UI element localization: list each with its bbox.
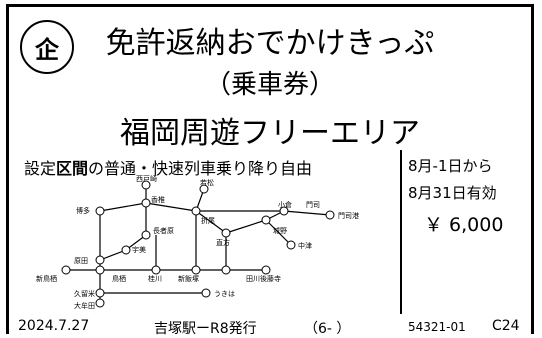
route-line xyxy=(145,202,197,212)
sequence: （6- ） xyxy=(304,321,351,337)
valid-until: 8月31日有効 xyxy=(408,184,497,202)
ticket xyxy=(6,4,534,334)
station-label: 若松 xyxy=(200,178,214,187)
condition-part2: 区間 xyxy=(56,159,89,178)
station-marker xyxy=(95,298,105,308)
station-label: 宇美 xyxy=(132,245,146,254)
route-line xyxy=(195,210,227,234)
ticket-code: C24 xyxy=(492,318,520,334)
condition-part3: の普通・快速列車乗り降り自由 xyxy=(88,159,313,178)
station-marker xyxy=(286,240,296,250)
route-line xyxy=(283,210,331,216)
station-label: 小倉 xyxy=(278,200,292,209)
usage-condition: 設定区間の普通・快速列車乗り降り自由 xyxy=(24,155,312,179)
station-marker xyxy=(221,265,231,275)
price: ￥ 6,000 xyxy=(424,214,504,236)
issuer: 吉塚駅ーR8発行 xyxy=(154,321,257,337)
issue-date: 2024.7.27 xyxy=(18,318,90,334)
route-line xyxy=(99,249,127,261)
station-label: 久留米 xyxy=(74,289,95,298)
station-marker xyxy=(221,228,231,238)
station-label: 直方 xyxy=(216,238,230,247)
station-marker xyxy=(201,288,211,298)
station-marker xyxy=(199,184,209,194)
station-marker xyxy=(95,255,105,265)
station-label: 門司港 xyxy=(338,211,359,220)
station-label: 中津 xyxy=(298,241,312,250)
station-marker xyxy=(279,206,289,216)
station-label: 長者原 xyxy=(153,227,174,235)
divider xyxy=(400,150,402,314)
stamp-circle: 企 xyxy=(20,20,74,74)
station-marker xyxy=(61,265,71,275)
station-marker xyxy=(95,206,105,216)
station-label: 新飯塚 xyxy=(178,274,199,283)
route-line xyxy=(225,219,267,234)
station-marker xyxy=(261,215,271,225)
station-label: 鳥栖 xyxy=(112,274,126,283)
station-label: 博多 xyxy=(76,206,90,215)
station-marker xyxy=(141,230,151,240)
station-label: 新鳥栖 xyxy=(36,274,57,283)
station-label: 香椎 xyxy=(151,195,165,204)
station-label: 桂川 xyxy=(148,274,162,283)
route-map: 西戸崎 若松 香椎 小倉 門司 門司港 博多 折尾 長者原 直方 城野 宇美 中… xyxy=(36,175,359,310)
condition-part1: 設定 xyxy=(24,159,57,178)
station-marker xyxy=(121,245,131,255)
station-label: 大牟田 xyxy=(74,301,95,310)
route-line xyxy=(265,219,292,246)
station-label: 西戸崎 xyxy=(136,175,157,183)
stamp-text: 企 xyxy=(35,35,59,64)
station-marker xyxy=(95,288,105,298)
station-marker xyxy=(95,265,105,275)
ticket-number: 54321-01 xyxy=(408,320,466,334)
area-name: 福岡周遊フリーエリア xyxy=(120,116,420,151)
route-line xyxy=(99,202,147,212)
station-label: 門司 xyxy=(306,201,320,209)
footer: 2024.7.27 吉塚駅ーR8発行 （6- ） 54321-01 C24 xyxy=(0,318,542,338)
station-marker xyxy=(191,206,201,216)
station-label: 田川後藤寺 xyxy=(246,274,281,283)
station-marker xyxy=(141,180,151,190)
station-marker xyxy=(151,265,161,275)
station-marker xyxy=(261,265,271,275)
ticket-title: 免許返納おでかけきっぷ xyxy=(105,26,435,61)
station-marker xyxy=(325,210,335,220)
ticket-type: （乗車券） xyxy=(204,70,335,100)
station-marker xyxy=(191,265,201,275)
station-label: 城野 xyxy=(273,227,287,235)
station-label: うきは xyxy=(214,290,235,298)
station-label: 折尾 xyxy=(201,216,215,225)
station-label: 原田 xyxy=(74,257,88,265)
station-marker xyxy=(141,198,151,208)
valid-from: 8月-1日から xyxy=(408,157,493,175)
